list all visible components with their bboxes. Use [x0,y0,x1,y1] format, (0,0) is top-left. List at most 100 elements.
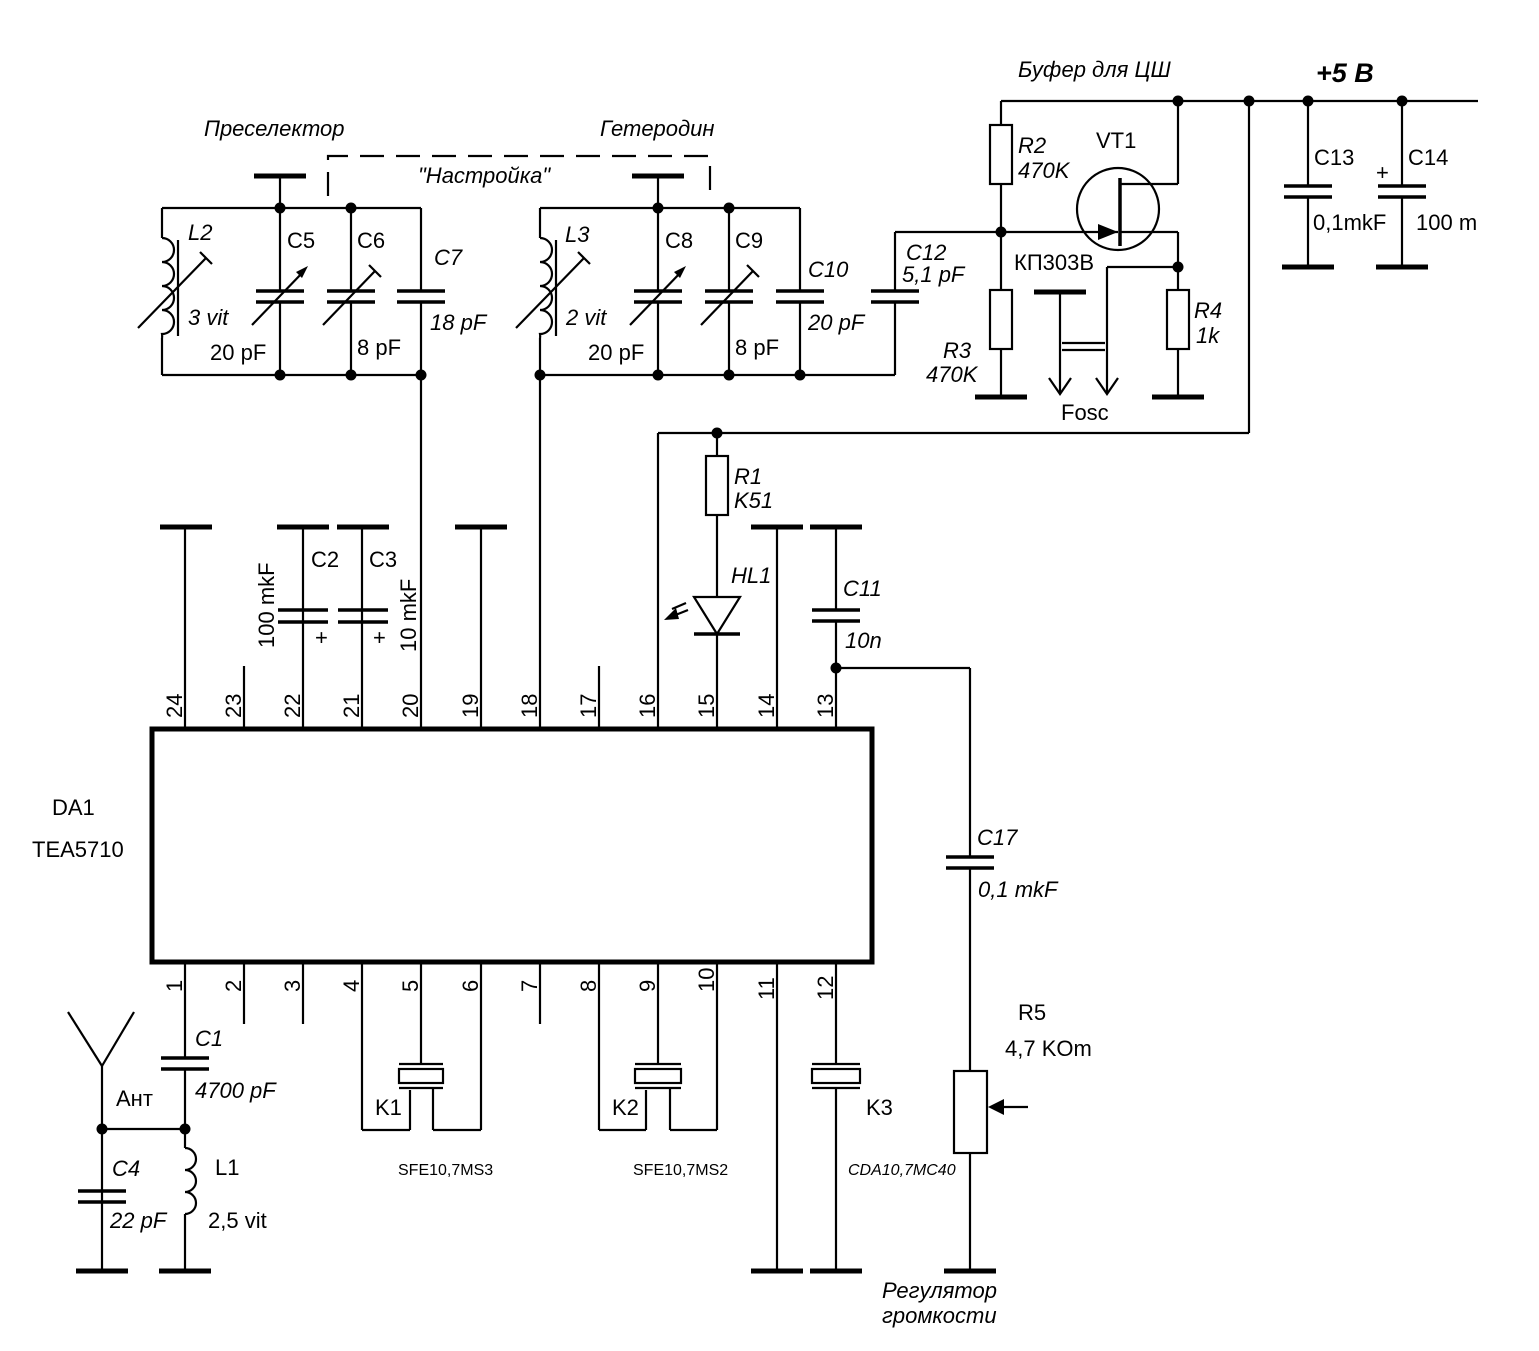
r1-ref: R1 [734,464,762,489]
capacitor-c3: C3 10 mkF + [338,547,421,652]
pin-number: 6 [458,980,483,992]
k3-part: CDA10,7MC40 [848,1162,956,1179]
r4-ref: R4 [1194,298,1222,323]
ic-da1: DA1 TEA5710 [32,726,875,965]
r3-value: 470K [926,362,979,387]
pin-number: 21 [339,694,364,718]
antenna-input: Ант C1 4700 pF C4 22 pF L1 2,5 vit [67,1011,277,1274]
c17-ref: C17 [977,825,1018,850]
pin-number: 13 [813,694,838,718]
c4-ref: C4 [112,1156,140,1181]
r3-ref: R3 [943,338,972,363]
c11-value: 10n [845,628,882,653]
plus-sign: + [373,625,386,650]
pin-number: 22 [280,694,305,718]
pin-number: 24 [162,694,187,718]
top-pin-numbers: 24 23 22 21 20 19 18 17 16 15 14 13 [162,694,838,718]
l2-value: 3 vit [188,305,229,330]
fosc-label: Fosc [1061,400,1109,425]
preselector-label: Преселектор [204,116,345,141]
pin-number: 3 [280,980,305,992]
c5-ref: C5 [287,228,315,253]
capacitor-c11: C11 10n [812,527,882,674]
vt1-part: КП303В [1014,250,1094,275]
r5-value: 4,7 KOm [1005,1036,1092,1061]
supply-label: +5 В [1316,58,1374,88]
pin-number: 5 [398,980,423,992]
pin-number: 11 [754,977,779,1000]
pin-number: 19 [458,694,483,718]
pin-number: 2 [221,980,246,992]
capacitor-c12: C12 5,1 pF [871,230,1001,375]
heterodyne-tank: Гетеродин L3 2 vit C8 20 pF C9 8 pF [515,116,895,381]
k1-ref: K1 [375,1095,402,1120]
l1-coil [184,1146,198,1216]
l2-ref: L2 [188,220,212,245]
c7-ref: C7 [434,245,463,270]
buffer-label: Буфер для ЦШ [1018,57,1171,82]
capacitor-c13: C13 0,1mkF [1282,101,1386,270]
pin-number: 17 [576,694,601,718]
plus-sign: + [315,625,328,650]
c3-value: 10 mkF [396,579,421,652]
c9-value: 8 pF [735,335,779,360]
r2-ref: R2 [1018,133,1046,158]
hl1-ref: HL1 [731,563,771,588]
l3-coil [538,236,554,339]
pin-number: 4 [339,980,364,992]
pin-number: 10 [694,968,719,992]
c17-value: 0,1 mkF [978,877,1059,902]
ic-part-label: TEA5710 [32,837,124,862]
tuning-gang-link: "Настройка" [326,154,712,196]
pin-number: 15 [694,694,719,718]
r1-value: K51 [734,488,773,513]
pin-number: 18 [517,694,542,718]
c1-ref: C1 [195,1026,223,1051]
c8-value: 20 pF [588,340,644,365]
c14-value: 100 m [1416,210,1477,235]
c12-ref: C12 [906,240,946,265]
volume-control: C17 0,1 mkF R5 4,7 KOm Регулятор громкос… [836,666,1092,1328]
preselector-tank: Преселектор L2 3 vit C5 20 pF C6 8 pF [137,116,488,381]
pin-number: 8 [576,980,601,992]
r4-value: 1k [1196,323,1220,348]
k2-ref: K2 [612,1095,639,1120]
c13-ref: C13 [1314,145,1354,170]
capacitor-c2: C2 100 mkF + [254,547,339,650]
capacitor-c14: C14 + 100 m [1376,101,1477,270]
l3-value: 2 vit [565,305,607,330]
bottom-pin-numbers: 1 2 3 4 5 6 7 8 9 10 11 12 [162,968,838,1000]
pin-number: 20 [398,694,423,718]
tuning-label: "Настройка" [418,163,551,188]
c10-ref: C10 [808,257,849,282]
c8-ref: C8 [665,228,693,253]
l1-ref: L1 [215,1155,239,1180]
antenna-label: Ант [116,1086,153,1111]
c5-value: 20 pF [210,340,266,365]
l2-coil [160,236,176,339]
c13-value: 0,1mkF [1313,210,1386,235]
ic-top-pins: 24 23 22 21 20 19 18 17 16 15 14 13 [162,375,838,729]
c9-ref: C9 [735,228,763,253]
ic-bottom-pins: 1 2 3 4 5 6 7 8 9 10 11 12 [162,962,838,1271]
ic-ref-label: DA1 [52,795,95,820]
pin-number: 7 [517,980,542,992]
k2-part: SFE10,7MS2 [633,1162,728,1179]
c10-value: 20 pF [807,310,866,335]
r2-value: 470K [1018,158,1071,183]
pin-number: 12 [813,976,838,1000]
filter-k2: K2 SFE10,7MS2 [599,1062,728,1179]
c2-ref: C2 [311,547,339,572]
c7-value: 18 pF [430,310,488,335]
l1-value: 2,5 vit [208,1208,267,1233]
pin-number: 1 [162,980,187,992]
c6-ref: C6 [357,228,385,253]
c11-ref: C11 [843,576,882,601]
c1-value: 4700 pF [195,1078,277,1103]
plus-sign: + [1376,160,1389,185]
heterodyne-label: Гетеродин [600,116,715,141]
c2-value: 100 mkF [254,562,279,648]
pin-number: 14 [754,694,779,718]
c4-value: 22 pF [109,1208,168,1233]
